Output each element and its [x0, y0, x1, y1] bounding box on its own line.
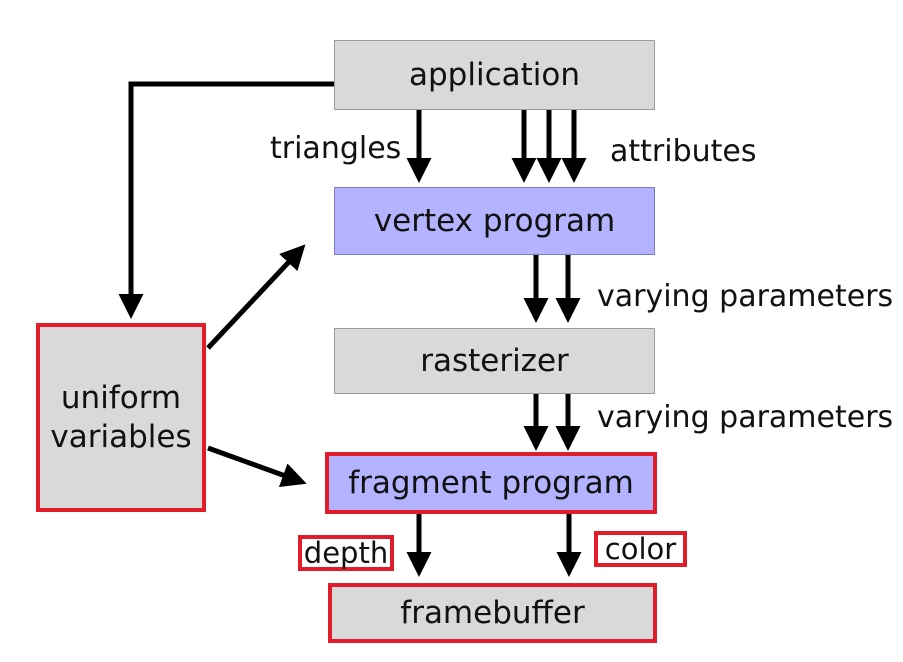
node-framebuffer-label: framebuffer	[400, 594, 585, 631]
label-color-text: color	[604, 532, 677, 566]
label-varying-parameters-1: varying parameters	[597, 279, 894, 314]
node-fragment-program-label: fragment program	[348, 464, 634, 501]
node-application-label: application	[409, 56, 580, 93]
node-uniform-variables: uniform variables	[36, 323, 206, 512]
node-uniform-label-line2: variables	[50, 418, 192, 455]
node-rasterizer-label: rasterizer	[420, 342, 569, 379]
arrow-application-to-uniform	[118, 81, 334, 319]
node-vertex-program: vertex program	[334, 187, 655, 255]
label-attributes: attributes	[610, 134, 757, 169]
label-color: color	[594, 531, 687, 567]
arrow-uniform-to-fragment	[207, 445, 307, 487]
node-uniform-label-line1: uniform	[60, 379, 182, 416]
node-fragment-program: fragment program	[325, 452, 657, 514]
label-depth: depth	[298, 535, 394, 571]
label-triangles: triangles	[270, 131, 402, 166]
node-application: application	[334, 40, 655, 110]
node-rasterizer: rasterizer	[334, 328, 655, 394]
arrow-uniform-to-vertex	[206, 244, 306, 350]
label-depth-text: depth	[303, 536, 389, 570]
node-framebuffer: framebuffer	[328, 583, 657, 643]
label-varying-parameters-2: varying parameters	[597, 400, 894, 435]
node-vertex-program-label: vertex program	[373, 202, 616, 239]
